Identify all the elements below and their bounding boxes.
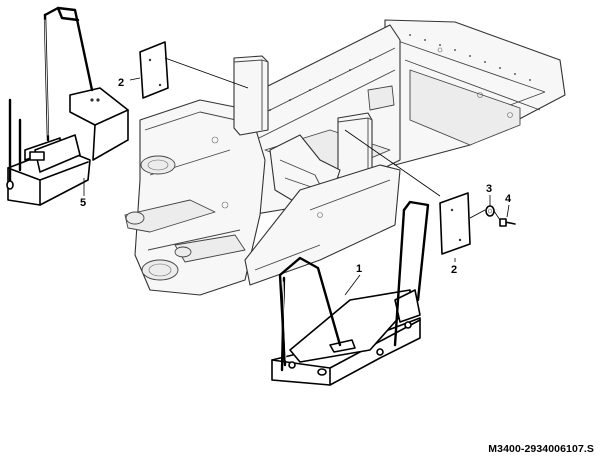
drawing-reference-code: M3400-2934006107.S — [488, 443, 594, 455]
plate-2-upper — [139, 41, 169, 99]
leader-lines — [83, 57, 510, 296]
rivet-row — [269, 34, 531, 111]
callout-5: 5 — [80, 197, 86, 209]
callout-labels: 2 5 3 4 2 1 — [80, 77, 512, 276]
bolt-4 — [499, 218, 516, 227]
callout-2-upper: 2 — [118, 77, 124, 89]
step-assembly-1 — [271, 200, 430, 386]
callout-3: 3 — [486, 183, 492, 195]
callout-2-right: 2 — [451, 264, 457, 276]
callout-4: 4 — [505, 193, 512, 205]
washer-3 — [485, 205, 495, 217]
plate-2-right — [439, 192, 471, 255]
step-assembly-5 — [6, 6, 129, 206]
chassis-frame — [124, 19, 566, 296]
callout-1: 1 — [356, 263, 362, 275]
